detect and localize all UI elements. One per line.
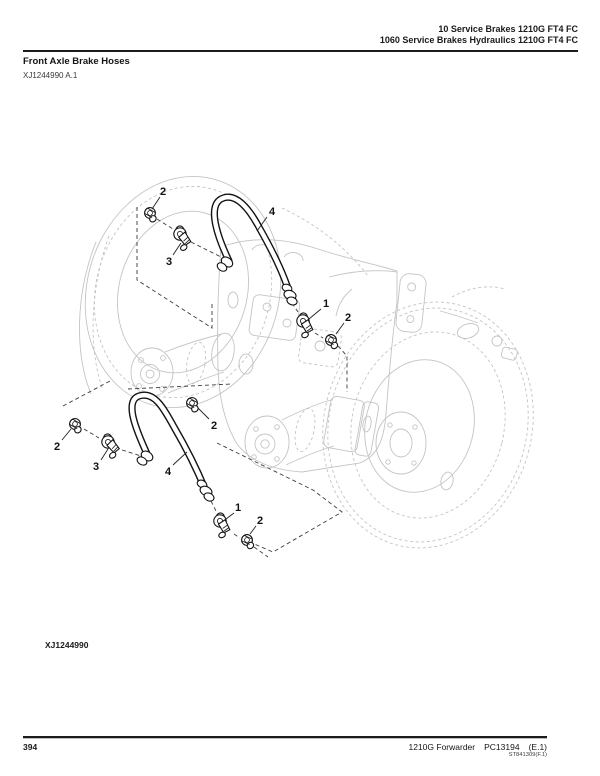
header-rule [23, 50, 578, 52]
callout-leader [197, 407, 210, 420]
callout-number-4: 4 [269, 206, 276, 218]
section-title: Front Axle Brake Hoses [23, 56, 130, 67]
footer-model: 1210G Forwarder [408, 742, 476, 752]
axle-housing-ghost [217, 207, 398, 473]
right-drum-ghost [322, 301, 534, 549]
figure-label: XJ1244990 [45, 640, 89, 650]
center-hub-motor-ghost [244, 395, 380, 469]
callout-leader [172, 451, 188, 466]
callout-leader [308, 308, 322, 320]
callout-number-2: 2 [160, 186, 166, 198]
callout-leader [100, 448, 109, 461]
right-housing-details-ghost [439, 286, 518, 361]
callout-leader [172, 242, 182, 256]
callout-leader [225, 512, 235, 520]
figure-reference: XJ1244990 A.1 [23, 71, 78, 80]
footer-publication: 1210G Forwarder PC13194 (E.1) [400, 742, 548, 752]
left-hub-motor-ghost [130, 332, 235, 397]
callout-leader [256, 216, 268, 232]
fitting-2-lower-left [69, 418, 82, 434]
callout-number-1: 1 [323, 298, 329, 310]
footer-edition: (E.1) [528, 742, 547, 752]
brake-hose-lower [128, 391, 215, 502]
fitting-2-upper-left [144, 207, 157, 223]
callout-number-2: 2 [257, 515, 263, 527]
callout-number-1: 1 [235, 502, 241, 514]
callout-leader [249, 525, 257, 535]
callout-number-3: 3 [166, 256, 172, 268]
assembly-dashed-lines [62, 207, 348, 558]
callout-number-4: 4 [165, 466, 172, 478]
mounting-bracket-ghost [328, 270, 427, 333]
callout-layer: 2 3 4 1 2 2 2 3 4 1 2 [54, 186, 351, 535]
callout-leader [151, 196, 161, 210]
brake-hoses [128, 193, 298, 502]
callout-leader [335, 322, 345, 335]
footer-catalog-number: PC13194 [484, 742, 520, 752]
fitting-2-lower-right [241, 534, 255, 550]
hose-fittings [69, 207, 339, 550]
page-number: 394 [23, 742, 38, 752]
axle-assembly-ghost [79, 176, 534, 549]
header-line-2: 1060 Service Brakes Hydraulics 1210G FT4… [379, 35, 578, 45]
fitting-1-lower [213, 512, 231, 539]
callout-number-2: 2 [54, 441, 60, 453]
fitting-1-upper [296, 312, 314, 339]
brake-hose-upper [210, 193, 298, 306]
callout-number-3: 3 [93, 461, 99, 473]
callout-leader [61, 428, 72, 441]
fitting-2-middle [186, 397, 199, 413]
page-header: 10 Service Brakes 1210G FT4 FC 1060 Serv… [380, 24, 578, 46]
footer-rule [23, 736, 547, 739]
fitting-3-upper [173, 225, 192, 251]
callout-number-2: 2 [211, 420, 217, 432]
footer-sheet-reference: ST841309(F.1) [508, 752, 547, 758]
fitting-2-upper-right [325, 334, 339, 350]
header-line-1: 10 Service Brakes 1210G FT4 FC [438, 24, 578, 34]
callout-number-2: 2 [345, 312, 351, 324]
fitting-3-lower [101, 433, 121, 459]
